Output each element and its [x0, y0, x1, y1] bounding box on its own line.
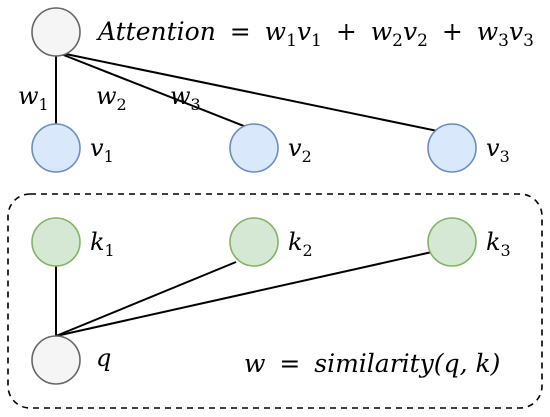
edge-attention-v3	[55, 51, 453, 135]
value-node-v3	[427, 123, 477, 173]
value-node-v1	[31, 123, 81, 173]
key-node-k2	[229, 217, 279, 267]
key-query-dashed-box	[7, 193, 543, 409]
value-label-v2: v2	[288, 134, 312, 166]
value-node-v2	[229, 123, 279, 173]
query-label: q	[96, 344, 111, 372]
key-node-k3	[427, 217, 477, 267]
edge-label-w2: w2	[96, 82, 127, 114]
similarity-equation: w = similarity(q, k)	[244, 349, 500, 378]
query-node	[31, 335, 81, 385]
edge-query-k2	[55, 261, 237, 337]
key-label-k2: k2	[288, 228, 313, 260]
key-node-k1	[31, 217, 81, 267]
edge-label-w1: w1	[18, 82, 49, 114]
edge-query-k3	[55, 251, 433, 337]
attention-equation: Attention = w1v1 + w2v2 + w3v3	[96, 17, 534, 52]
value-label-v3: v3	[486, 134, 510, 166]
attention-node	[31, 7, 81, 57]
key-label-k1: k1	[90, 228, 115, 260]
key-label-k3: k3	[486, 228, 511, 260]
value-label-v1: v1	[90, 134, 114, 166]
edge-label-w3: w3	[170, 82, 201, 114]
edge-attention-v2	[55, 51, 255, 131]
